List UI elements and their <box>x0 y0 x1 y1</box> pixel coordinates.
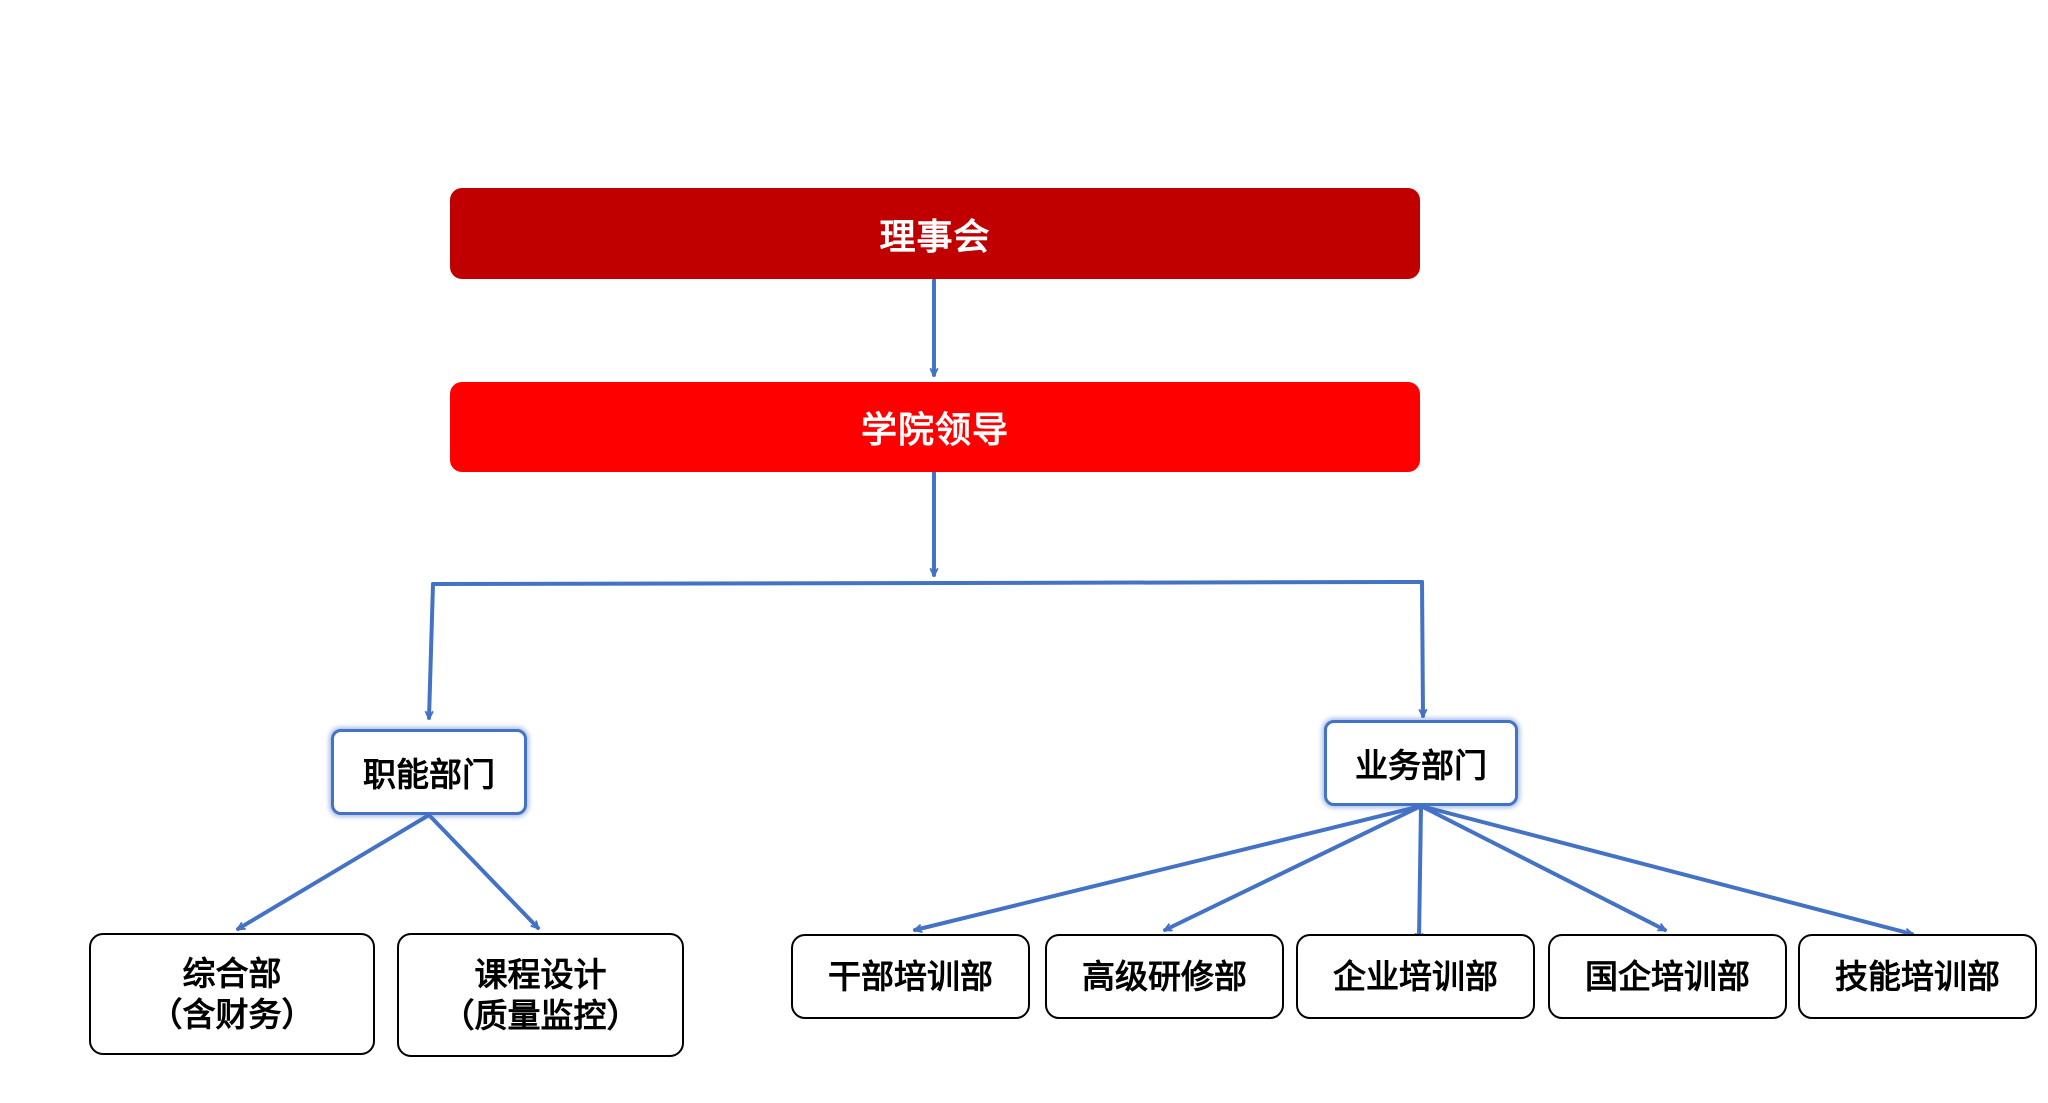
general-dept-box: 综合部 （含财务） <box>89 933 375 1055</box>
arrow-to-business-depts <box>1422 580 1423 718</box>
course-design-note: （质量监控） <box>441 996 640 1035</box>
advanced-study-label: 高级研修部 <box>1082 956 1247 996</box>
arrow-to-advanced-study <box>1165 804 1423 932</box>
arrow-to-functional-depts <box>429 582 435 720</box>
advanced-study-box: 高级研修部 <box>1045 934 1284 1019</box>
skills-training-label: 技能培训部 <box>1835 956 2000 996</box>
business-depts-label: 业务部门 <box>1355 746 1487 785</box>
course-design-box: 课程设计 （质量监控） <box>397 933 684 1057</box>
split-horizontal-line <box>431 580 1424 586</box>
functional-depts-box: 职能部门 <box>331 729 527 815</box>
cadre-training-box: 干部培训部 <box>791 934 1030 1019</box>
soe-training-label: 国企培训部 <box>1585 956 1750 996</box>
soe-training-box: 国企培训部 <box>1548 934 1787 1019</box>
enterprise-training-box: 企业培训部 <box>1296 934 1535 1019</box>
course-design-label: 课程设计 <box>474 954 607 994</box>
business-depts-box: 业务部门 <box>1324 720 1518 806</box>
skills-training-box: 技能培训部 <box>1798 934 2037 1019</box>
functional-depts-label: 职能部门 <box>363 755 495 794</box>
arrow-to-skills-training <box>1419 804 1912 934</box>
general-dept-note: （含财务） <box>149 995 315 1034</box>
leadership-label: 学院领导 <box>860 410 1009 451</box>
arrow-to-soe-training <box>1419 804 1665 932</box>
general-dept-label: 综合部 <box>182 953 282 993</box>
leadership-box: 学院领导 <box>450 382 1420 472</box>
enterprise-training-label: 企业培训部 <box>1333 956 1498 996</box>
cadre-training-label: 干部培训部 <box>828 956 993 996</box>
arrow-to-course-design <box>427 813 540 928</box>
arrow-to-enterprise-training <box>1419 804 1421 942</box>
board-label: 理事会 <box>879 216 991 258</box>
arrow-to-general-dept <box>238 813 431 931</box>
board-box: 理事会 <box>450 188 1420 279</box>
arrow-to-cadre-training <box>915 804 1423 930</box>
